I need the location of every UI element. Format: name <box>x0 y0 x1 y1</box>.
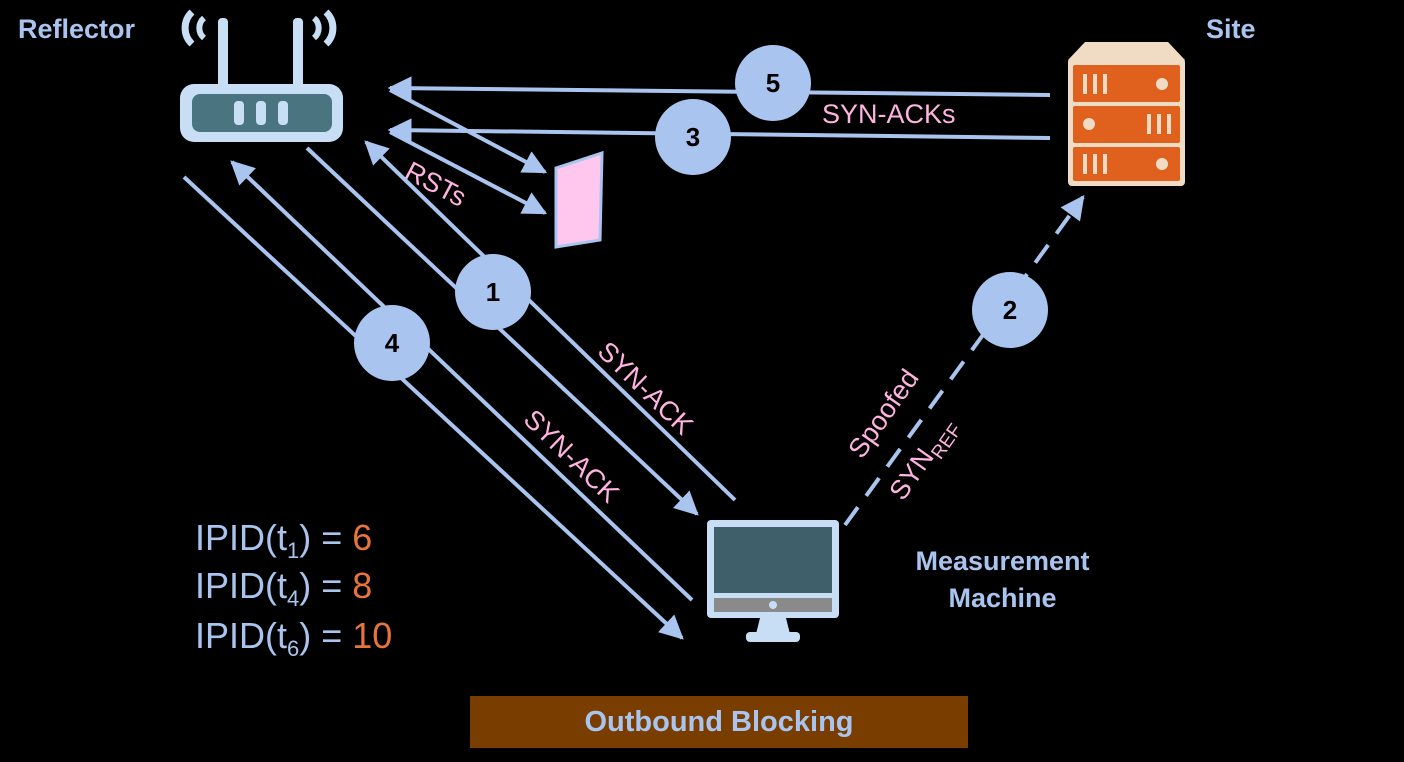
ipid-reading: IPID(t6) = 10 <box>195 615 392 662</box>
router-icon <box>180 9 343 142</box>
step-number: 4 <box>385 328 400 358</box>
measurement-label: Measurement Machine <box>880 546 1125 614</box>
ipid-reading: IPID(t1) = 6 <box>195 517 372 564</box>
ipid-suffix: ) = <box>299 615 353 656</box>
server-icon <box>1068 42 1185 186</box>
monitor-icon <box>707 520 839 642</box>
ipid-prefix: IPID(t <box>195 565 288 606</box>
ipid-value: 8 <box>352 565 373 606</box>
arrow-step1-down <box>305 146 699 516</box>
arrow-rst-b <box>389 130 548 215</box>
arrow-spoofed-syn <box>843 195 1085 527</box>
site-label: Site <box>1206 14 1256 44</box>
ipid-subscript: 6 <box>287 636 300 662</box>
step-number: 2 <box>1003 295 1017 325</box>
arrow-step1-up <box>364 140 737 502</box>
step-circle-4: 4 <box>354 305 430 381</box>
label-synack-1: SYN-ACK <box>592 336 699 441</box>
reflector-label: Reflector <box>18 14 136 44</box>
label-syn-ref: SYNREF <box>883 412 966 509</box>
ipid-reading: IPID(t4) = 8 <box>195 565 372 612</box>
ipid-value: 10 <box>352 615 393 656</box>
measurement-label-line1: Measurement <box>915 546 1090 576</box>
outbound-blocking-banner: Outbound Blocking <box>470 696 968 748</box>
arrow-rst-a <box>389 88 548 174</box>
ipid-prefix: IPID(t <box>195 517 288 558</box>
step-number: 1 <box>486 277 500 307</box>
ipid-prefix: IPID(t <box>195 615 288 656</box>
ipid-suffix: ) = <box>299 565 353 606</box>
arrow-synacks-5 <box>387 76 1051 101</box>
step-circle-2: 2 <box>972 272 1048 348</box>
ipid-suffix: ) = <box>299 517 353 558</box>
step-circle-1: 1 <box>455 254 531 330</box>
ipid-value: 6 <box>352 517 373 558</box>
step-circle-5: 5 <box>735 45 811 121</box>
arrow-step4-up <box>230 160 694 602</box>
step-number: 3 <box>686 122 700 152</box>
firewall-block <box>554 150 604 249</box>
ipid-subscript: 4 <box>287 586 300 612</box>
step-number: 5 <box>766 68 780 98</box>
label-rsts: RSTs <box>400 156 471 213</box>
ipid-subscript: 1 <box>287 538 300 564</box>
arrow-step4-down <box>182 175 684 640</box>
measurement-label-line2: Machine <box>948 583 1057 613</box>
step-circle-3: 3 <box>655 99 731 175</box>
label-synack-4: SYN-ACK <box>518 404 625 509</box>
label-synacks: SYN-ACKs <box>822 99 956 129</box>
